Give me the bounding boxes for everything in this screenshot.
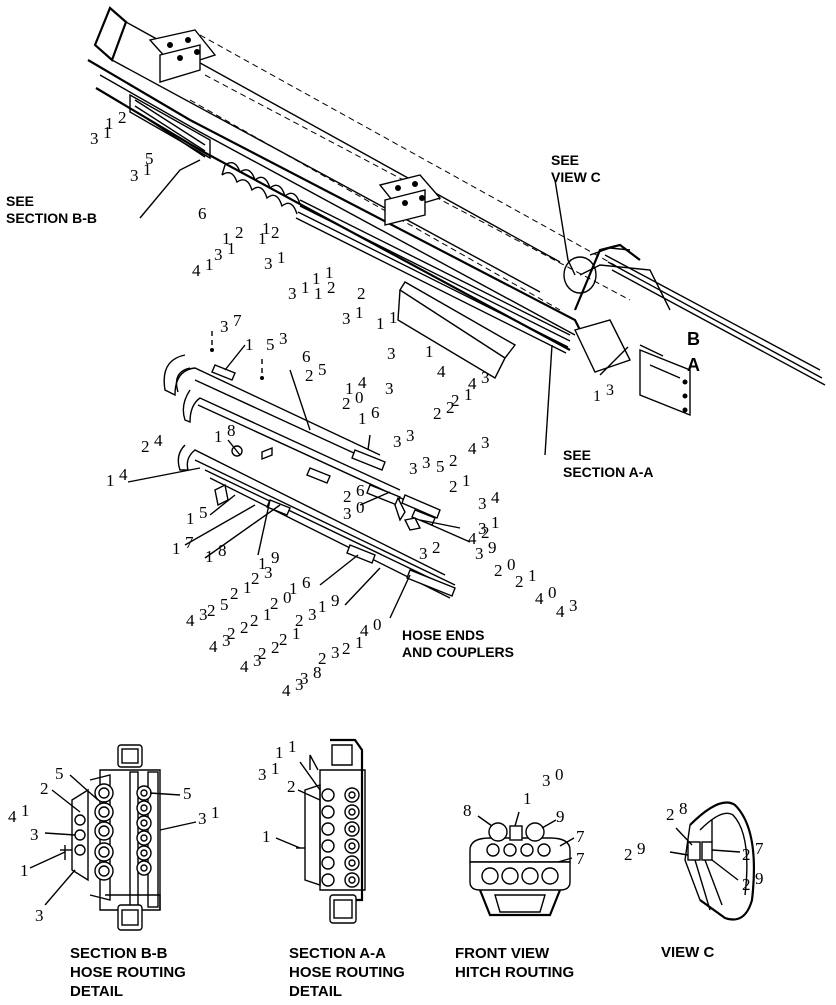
caption-section-aa: SECTION A-A HOSE ROUTING DETAIL	[289, 945, 405, 1000]
front-view-drawing	[469, 822, 571, 917]
section-bb-hoses	[74, 783, 152, 881]
caption-view-c: VIEW C	[661, 944, 715, 961]
mount-bracket-middle	[378, 174, 442, 226]
part-number: 3	[30, 825, 43, 844]
part-number: 2	[40, 779, 53, 798]
section-aa-leaders	[275, 761, 321, 849]
part-number: 4	[437, 362, 450, 381]
mount-bracket-upper	[148, 29, 217, 83]
part-number: 1	[523, 789, 536, 808]
part-number: 1	[20, 861, 33, 880]
part-number: 3	[385, 379, 398, 398]
part-number: 6	[302, 347, 315, 366]
section-aa-hoses	[321, 787, 360, 888]
part-number: 7	[576, 827, 589, 846]
part-number: 5	[55, 764, 68, 783]
section-bb-leaders	[29, 774, 197, 906]
callout-leaders	[139, 159, 664, 456]
callout-see-view-c: SEE VIEW C	[551, 152, 601, 185]
part-number: 1	[245, 335, 258, 354]
part-number: 3	[387, 344, 400, 363]
exploded-leaders	[127, 344, 471, 619]
part-number: 6	[198, 204, 211, 223]
callout-see-section-bb: SEE SECTION B-B	[6, 193, 97, 226]
part-number: 9	[556, 807, 569, 826]
part-number: 1	[262, 219, 275, 238]
part-number: 3	[35, 906, 48, 925]
hose-bundle-main	[295, 199, 571, 354]
front-view-leaders	[477, 811, 575, 863]
part-number: 2	[357, 284, 370, 303]
part-number: 5	[145, 149, 158, 168]
hose-spiral-guard	[221, 162, 301, 215]
view-c-drawing	[684, 801, 756, 921]
caption-section-bb: SECTION B-B HOSE ROUTING DETAIL	[70, 945, 186, 1000]
caption-front-view: FRONT VIEW HITCH ROUTING	[455, 945, 575, 981]
section-aa-drawing	[296, 738, 366, 924]
part-number: 5	[183, 784, 196, 803]
part-number: 2	[287, 777, 300, 796]
callout-see-section-aa: SEE SECTION A-A	[563, 447, 654, 480]
part-number: 1	[425, 342, 438, 361]
callout-hose-ends-couplers: HOSE ENDS AND COUPLERS	[402, 627, 515, 660]
part-number: 8	[463, 801, 476, 820]
callout-letter-a: A	[687, 355, 700, 375]
callout-letter-b: B	[687, 329, 700, 349]
view-c-leaders	[669, 827, 741, 881]
part-number: 1	[262, 827, 275, 846]
hose-shield-plate	[397, 281, 517, 379]
part-number: 7	[576, 849, 589, 868]
